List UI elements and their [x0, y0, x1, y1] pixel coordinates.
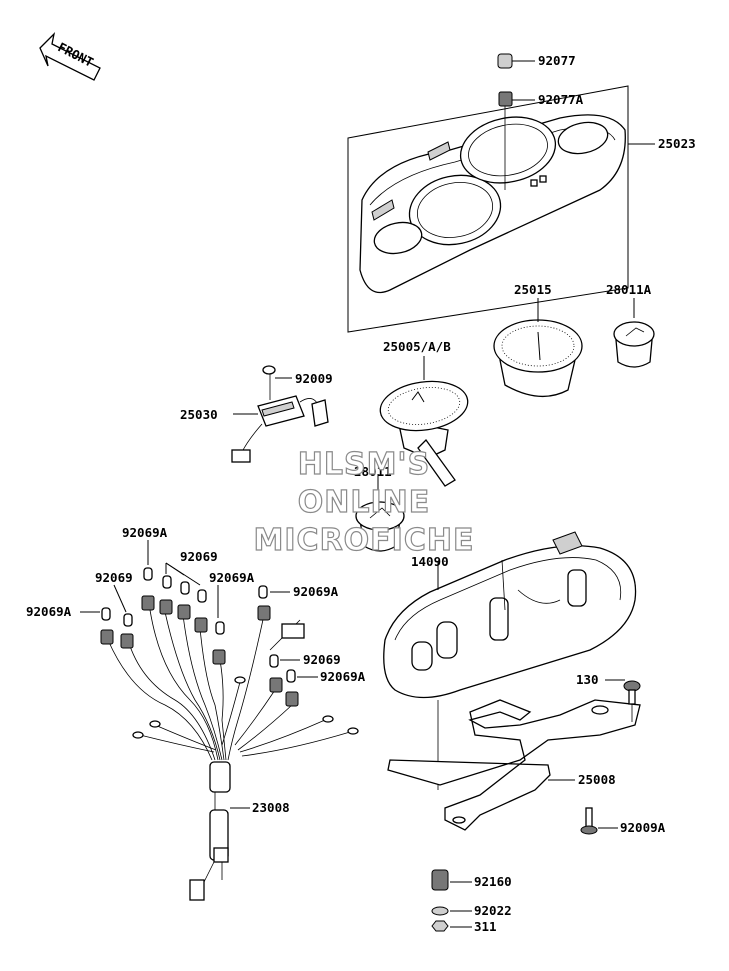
label-92069a-right2: 92069A — [320, 669, 366, 684]
module-25030 — [231, 365, 329, 463]
label-92009: 92009 — [295, 371, 333, 386]
label-14090: 14090 — [411, 554, 449, 569]
label-25005: 25005/A/B — [383, 339, 451, 354]
label-92069-right: 92069 — [303, 652, 341, 667]
label-25030: 25030 — [180, 407, 218, 422]
bracket-25008 — [387, 699, 641, 831]
watermark: HLSM'S ONLINE MICROFICHE — [253, 446, 475, 558]
label-23008: 23008 — [252, 800, 290, 815]
cover-bracket — [347, 85, 629, 333]
label-311: 311 — [474, 919, 497, 934]
watermark-line-1: HLSM'S — [298, 447, 430, 482]
screw-92077-icon — [497, 53, 535, 69]
meter-cover — [359, 114, 626, 294]
bulb-sockets — [100, 595, 299, 707]
leader-lines — [80, 540, 318, 678]
meter-case — [383, 531, 637, 790]
bolt-92009a-icon — [580, 807, 618, 835]
label-130: 130 — [576, 672, 599, 687]
gauge-25005 — [379, 356, 469, 487]
watermark-line-2: ONLINE — [298, 485, 431, 520]
label-92160: 92160 — [474, 874, 512, 889]
label-92069a-top: 92069A — [122, 525, 168, 540]
part-labels: 92077 92077A 25023 25015 28011A 25005/A/… — [26, 53, 696, 934]
label-25023: 25023 — [658, 136, 696, 151]
grommet-92160-icon — [431, 869, 472, 891]
bolt-130-icon — [605, 679, 641, 722]
label-25015: 25015 — [514, 282, 552, 297]
label-92069-left: 92069 — [95, 570, 133, 585]
wire-harness — [107, 609, 359, 901]
front-arrow-icon: FRONT — [39, 32, 101, 81]
label-92069a-left: 92069A — [26, 604, 72, 619]
lamp-28011 — [355, 474, 405, 552]
label-92022: 92022 — [474, 903, 512, 918]
washer-92022-icon — [431, 906, 472, 916]
label-28011: 28011 — [354, 464, 392, 479]
label-92077: 92077 — [538, 53, 576, 68]
label-25008: 25008 — [578, 772, 616, 787]
screw-92077a-icon — [498, 91, 535, 190]
label-28011a: 28011A — [606, 282, 652, 297]
nut-311-icon — [431, 920, 472, 932]
bulbs — [101, 567, 296, 683]
label-92069a-right: 92069A — [293, 584, 339, 599]
label-92009a: 92009A — [620, 820, 666, 835]
label-92077a: 92077A — [538, 92, 584, 107]
lamp-28011a — [613, 298, 655, 368]
gauge-25015 — [493, 298, 583, 398]
label-92069-top: 92069 — [180, 549, 218, 564]
label-92069a-mid: 92069A — [209, 570, 255, 585]
watermark-line-3: MICROFICHE — [254, 523, 475, 558]
